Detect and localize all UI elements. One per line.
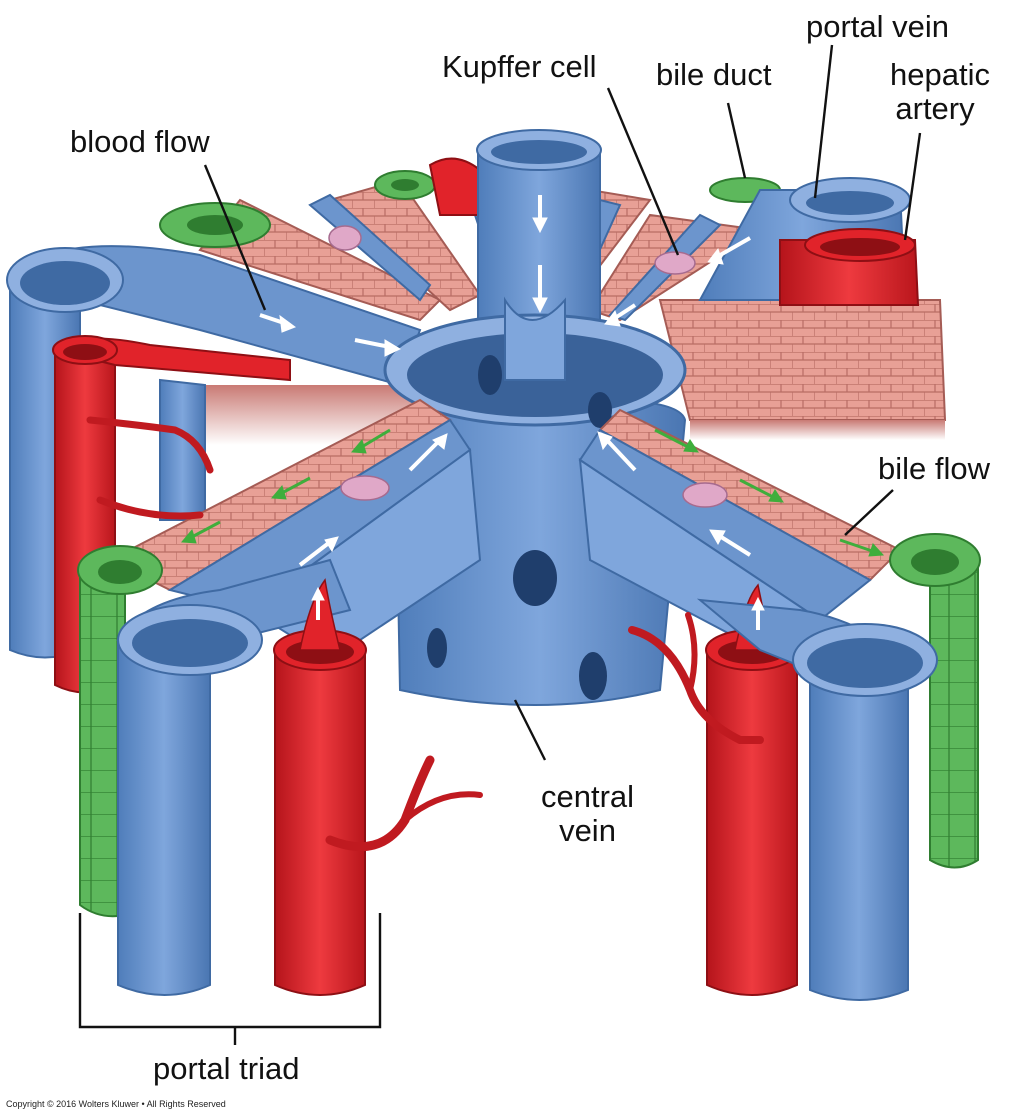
bile-duct-front-right: [889, 533, 981, 869]
hepatic-artery-front-right: [628, 583, 799, 996]
central-vein-top-extension: [476, 129, 602, 321]
bile-duct-front-left: [77, 545, 163, 918]
blood-flow-label: blood flow: [70, 124, 210, 159]
portal-triad-back-right: [698, 177, 920, 306]
portal-triad-label: portal triad: [153, 1051, 300, 1086]
hepatic-artery-label-line1: hepatic: [890, 57, 990, 92]
arrow-icon: [180, 428, 885, 557]
artery-branch: [86, 416, 214, 474]
leader-lines: [78, 44, 922, 1045]
arrow-icon: [259, 195, 765, 630]
kupffer-cell-label: Kupffer cell: [442, 49, 597, 84]
central-vein-label: central vein: [530, 780, 645, 848]
hepatic-artery-front-left: [273, 578, 483, 996]
hepatic-artery-label-line2: artery: [895, 91, 975, 126]
artery-branch: [96, 496, 204, 520]
hepatic-artery-label: hepatic artery: [890, 57, 990, 126]
portal-triad-back-left: [6, 245, 422, 694]
portal-vein-label: portal vein: [806, 9, 950, 44]
portal-vein-front-right: [696, 598, 938, 1001]
central-vein-label-line1: central: [540, 779, 635, 814]
hepatocyte-plate-back-right: [658, 299, 947, 440]
bile-duct-label: bile duct: [656, 57, 772, 92]
bile-flow-label: bile flow: [878, 451, 990, 486]
kupffer-cell-shape: [340, 475, 390, 501]
copyright-notice: Copyright © 2016 Wolters Kluwer • All Ri…: [6, 1099, 226, 1109]
central-vein-label-line2: vein: [559, 813, 616, 848]
portal-vein-front-left: [116, 558, 352, 996]
